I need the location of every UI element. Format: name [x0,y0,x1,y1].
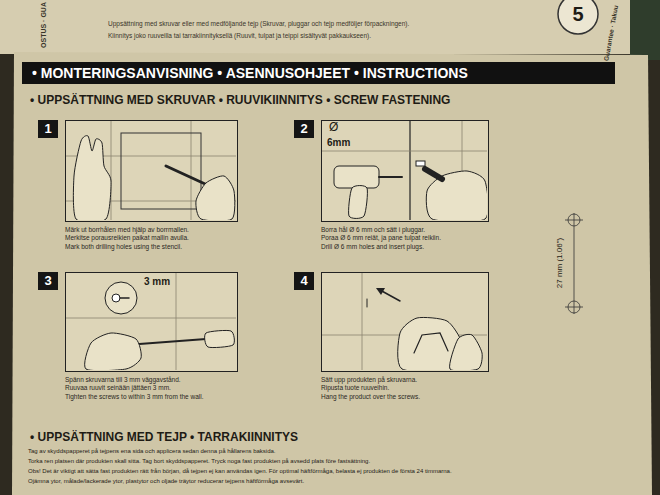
torn-paper-strip [0,0,630,54]
step-caption: Ruuvaa ruuvit seinään jättäen 3 mm. [65,384,252,392]
cloth [630,0,660,60]
direction-arrow [380,290,400,301]
tile-joint [191,121,192,220]
step-panel: 2Borra hål Ø 6 mm och sätt i pluggar.Por… [294,120,503,251]
step-caption: Merkitse porausreikien paikat mallin avu… [65,234,252,242]
screw-head [112,294,120,302]
title-band: • MONTERINGSANVISNING • ASENNUSOHJEET • … [22,62,615,84]
diameter-symbol: Ø [329,121,338,135]
step-caption: Sätt upp produkten på skruvarna. [321,376,503,384]
badge-text: OSTUS · GUA [40,2,48,48]
title-text: • MONTERINGSANVISNING • ASENNUSOHJEET • … [32,65,468,81]
hand [73,136,111,220]
step-caption: Mark both drilling holes using the stenc… [65,243,252,251]
step-number: 2 [294,120,314,138]
dimension: 27 mm (1.06") [555,238,564,288]
holder-loop [414,333,448,353]
step-caption: Spänn skruvarna till 3 mm väggavstånd. [65,376,252,384]
step-panel: 4Sätt upp produkten på skruvarna.Ripusta… [294,272,503,401]
note-text: Obs! Det är viktigt att sätta fast produ… [28,468,640,475]
step-illustration [66,273,236,370]
step-illustration [322,273,487,370]
screw-mark [367,299,368,307]
step-number: 1 [38,120,58,138]
tile-joint [322,151,487,152]
step-illustration [322,121,487,220]
section-heading: • UPPSÄTTNING MED TEJP • TARRAKIINNITYS [30,431,298,445]
finger [425,169,442,179]
step-number: 3 [38,272,58,290]
arrowhead [376,288,385,295]
guarantee-number: 5 [572,3,583,26]
screw-shank [120,297,129,299]
step-panel: 1Märk ut borrhålen med hjälp av borrmall… [38,120,252,251]
illustration-frame [65,120,238,222]
step-caption: Poraa Ø 6 mm reiät, ja pane tulpat reiki… [321,234,503,242]
step-illustration [66,121,236,220]
note-text: Tag av skyddspapperet på tejpens ena sid… [28,448,640,455]
step-caption: Märk ut borrhålen med hjälp av borrmalle… [65,226,252,234]
dimension: 6mm [327,137,350,149]
instruction-card [12,52,652,495]
detail-magnifier [105,282,137,314]
tile-joint [362,273,363,370]
drill-mark-cross [565,307,583,308]
step-caption: Hang the product over the screws. [321,393,503,401]
hand [85,333,142,370]
panel-divider [409,121,410,220]
hand [196,176,235,220]
screwdriver-handle [205,330,235,347]
tile-joint [176,273,177,370]
step-caption: Drill Ø 6 mm holes and insert plugs. [321,243,503,251]
tile-joint [66,318,236,319]
intro-text: Uppsättning med skruvar eller med medföl… [108,20,508,27]
tile-joint [111,121,112,220]
step-caption: Ripusta tuote ruuveihin. [321,384,503,392]
drill-handle [349,186,368,219]
note-text: Ojämna ytor, målade/lackerade ytor, plas… [28,478,640,485]
dimension: 3 mm [144,276,170,288]
step-caption: Tighten the screws to within 3 mm from t… [65,393,252,401]
drill-bit [379,176,402,178]
stencil [121,133,201,209]
drill [334,166,379,188]
step-caption: Borra hål Ø 6 mm och sätt i pluggar. [321,226,503,234]
illustration-frame [321,120,489,222]
section-heading: • UPPSÄTTNING MED SKRUVAR • RUUVIKIINNIT… [30,94,450,108]
hand [450,334,483,370]
illustration-frame [321,272,489,372]
intro-text: Kiinnitys joko ruuveilla tai tarrakiinni… [108,32,508,39]
wall-plug [416,161,425,166]
note-text: Torka ren platsen där produkten skall si… [28,458,640,465]
dimension-line [574,213,575,314]
guarantee-badge [558,0,598,34]
step-panel: 3Spänn skruvarna till 3 mm väggavstånd.R… [38,272,252,401]
drill-mark-cross [565,220,583,221]
step-number: 4 [294,272,314,290]
